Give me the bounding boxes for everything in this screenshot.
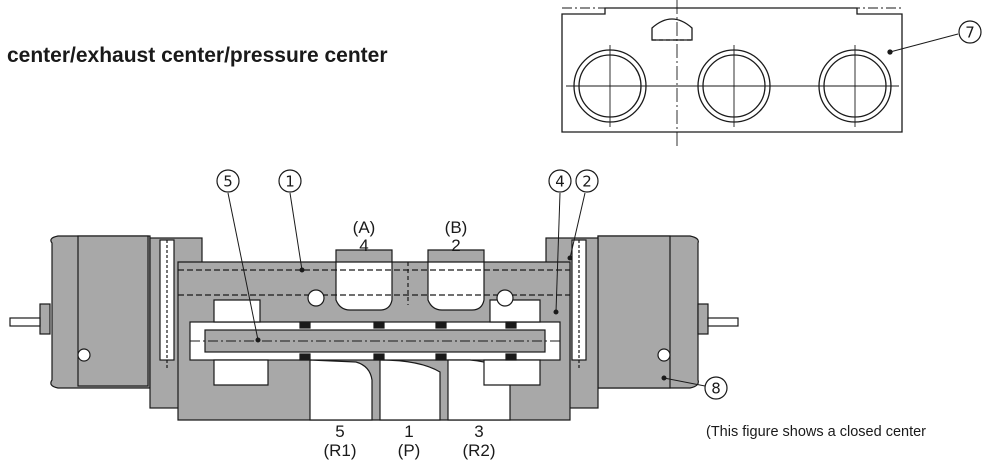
callout-1: 1 — [278, 169, 302, 193]
svg-text:2: 2 — [582, 173, 592, 191]
port-p-label: (P) — [398, 441, 421, 460]
port-b-label: (B) — [445, 218, 468, 237]
left-solenoid — [9, 235, 151, 389]
svg-text:7: 7 — [965, 24, 975, 42]
port-a-label: (A) — [353, 218, 376, 237]
svg-text:4: 4 — [555, 173, 565, 191]
diagram-heading: center/exhaust center/pressure center — [7, 44, 388, 67]
right-solenoid — [597, 235, 739, 389]
port-r1-label: (R1) — [323, 441, 356, 460]
valve-body — [177, 249, 571, 421]
port-r1-number: 5 — [335, 422, 344, 441]
callout-4: 4 — [548, 169, 572, 193]
port-p-number: 1 — [404, 422, 413, 441]
port-r2-label: (R2) — [462, 441, 495, 460]
end-view — [561, 0, 959, 148]
port-b-number: 2 — [451, 236, 460, 255]
svg-text:1: 1 — [285, 173, 295, 191]
callout-7: 7 — [958, 20, 982, 44]
leader-lines — [227, 192, 706, 387]
figure-caption: (This figure shows a closed center — [706, 424, 927, 440]
svg-text:5: 5 — [223, 173, 233, 191]
callout-2: 2 — [575, 169, 599, 193]
callout-8: 8 — [704, 376, 728, 400]
callout-5: 5 — [216, 169, 240, 193]
port-a-number: 4 — [359, 236, 368, 255]
port-r2-number: 3 — [474, 422, 483, 441]
svg-text:8: 8 — [711, 380, 721, 398]
